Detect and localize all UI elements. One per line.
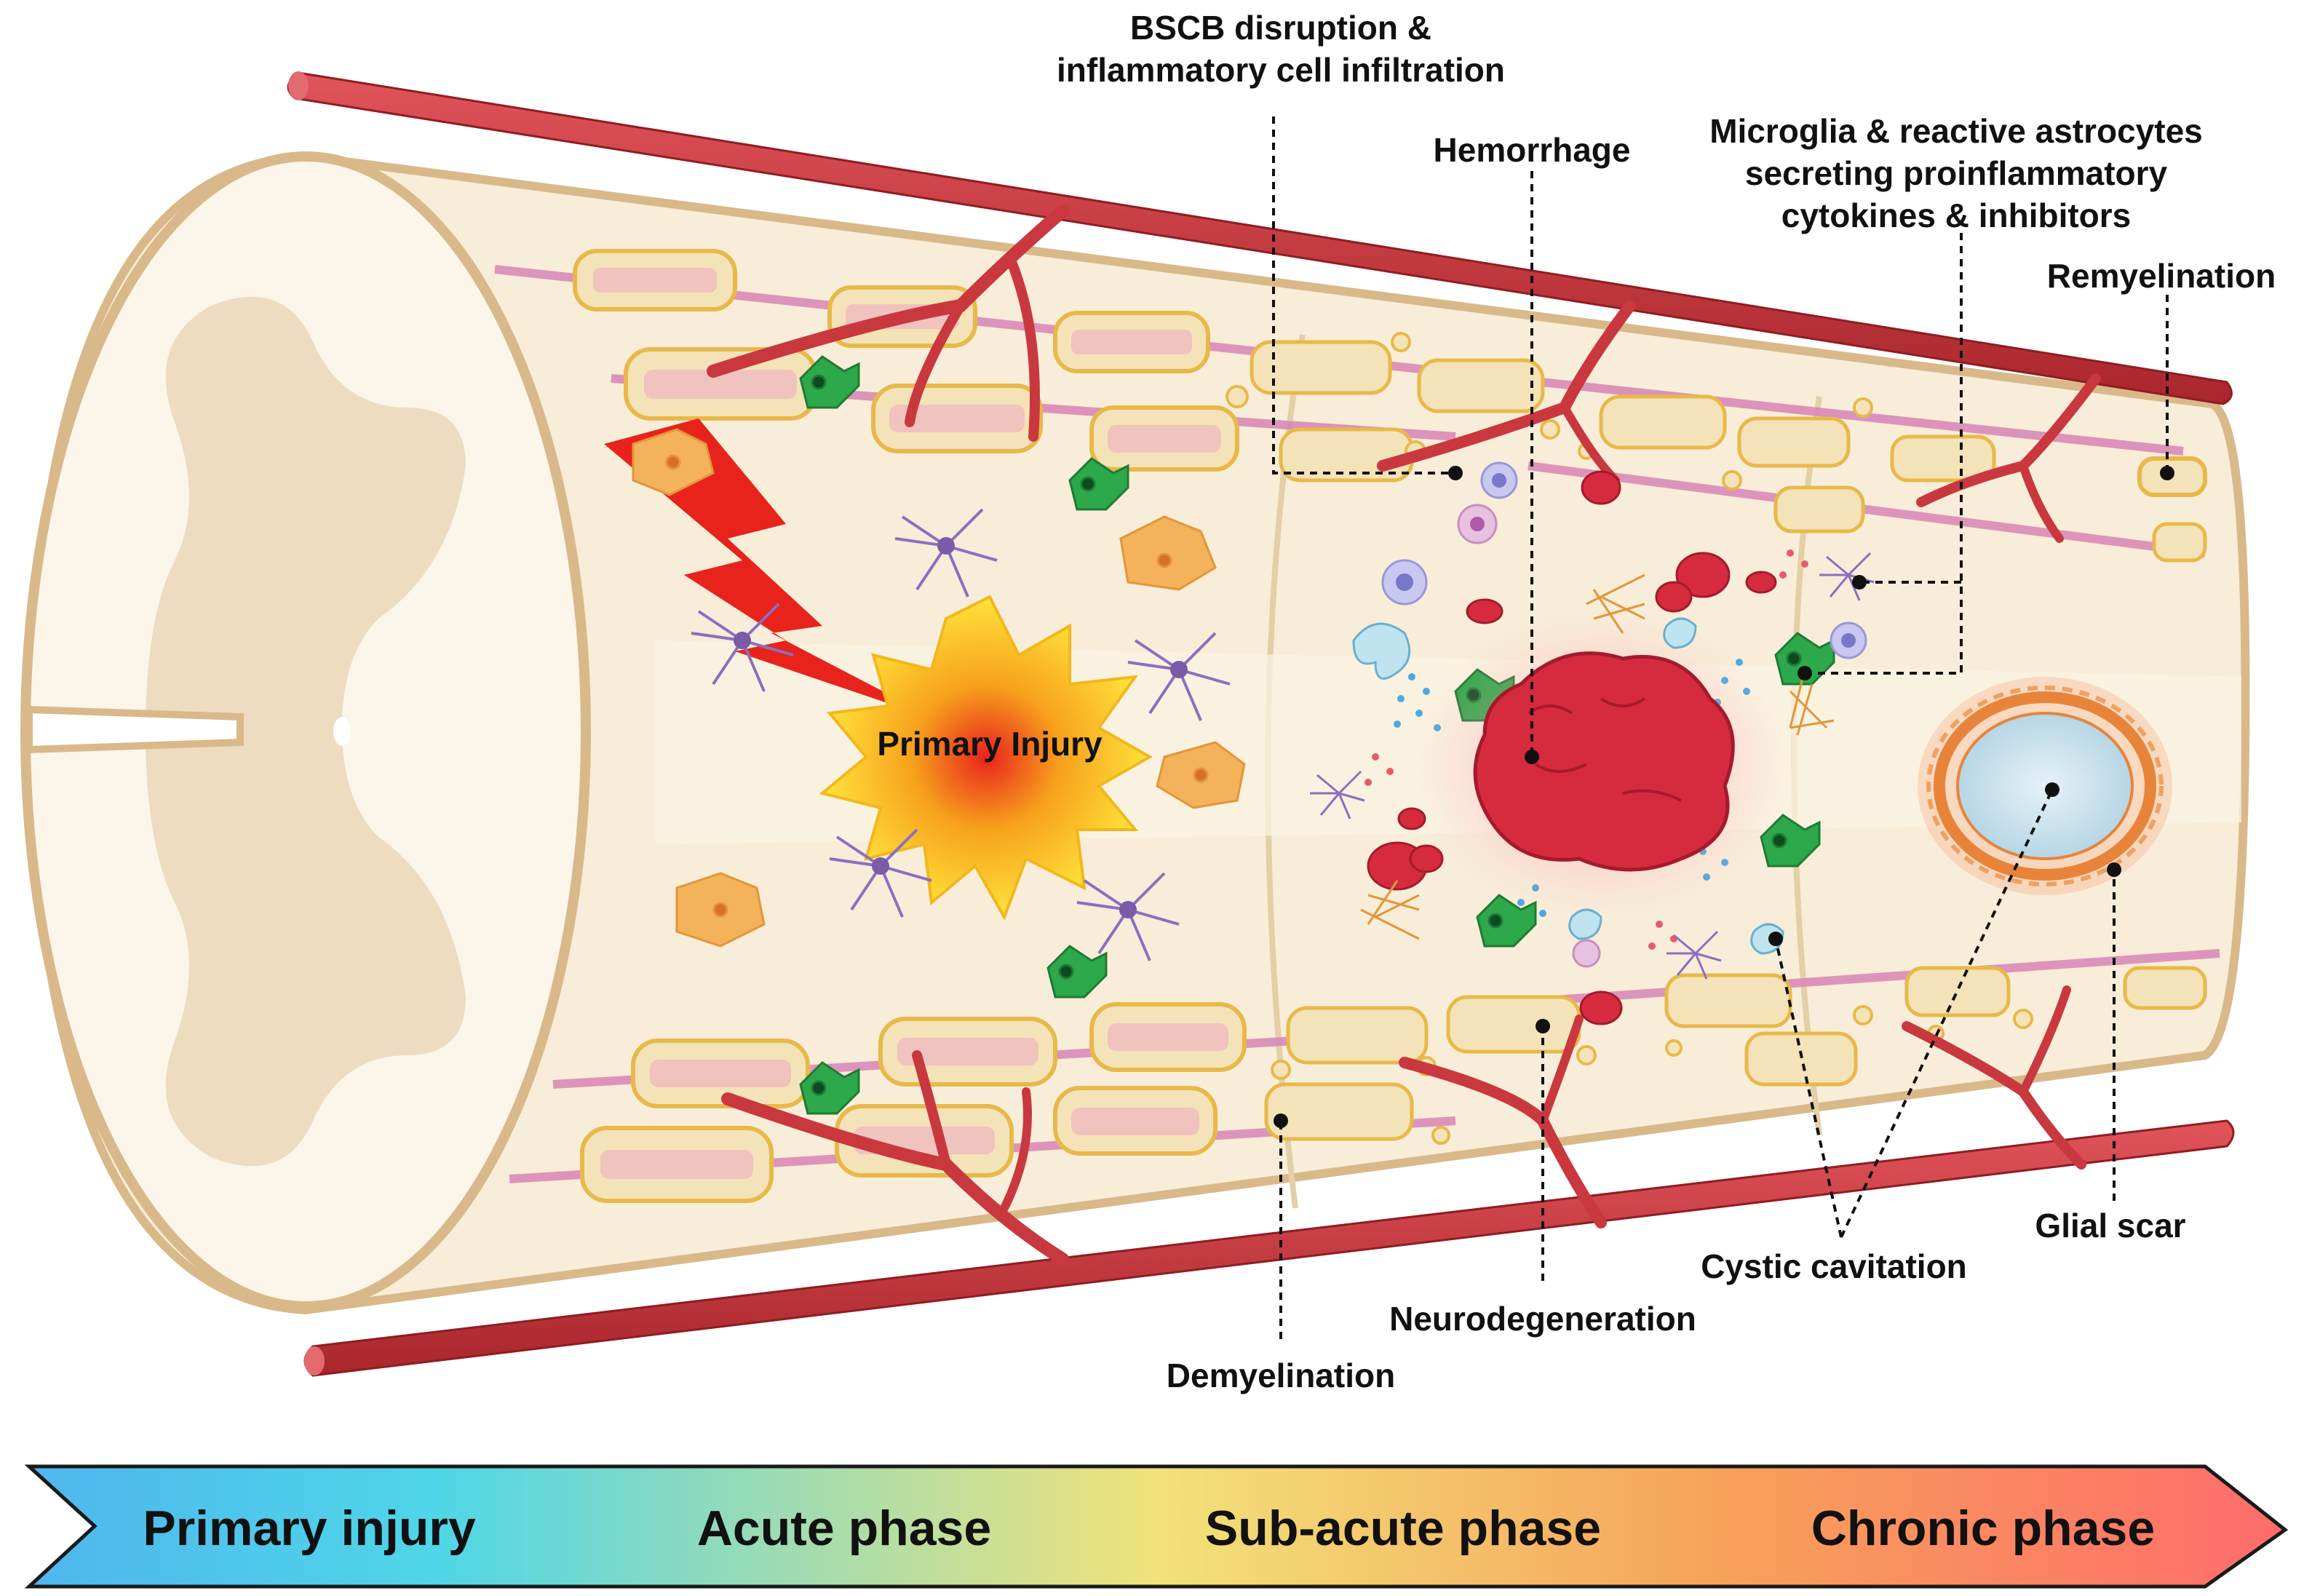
glial-scar [1918,677,2172,895]
microglia-label-line1: Microglia & reactive astrocytes [1709,112,2203,150]
timeline-arrow: Primary injury Acute phase Sub-acute pha… [24,1464,2289,1589]
glial-scar-label: Glial scar [2035,1207,2185,1244]
neurodegeneration-label: Neurodegeneration [1389,1300,1696,1338]
astrocyte-cells [691,508,1231,961]
phase-acute: Acute phase [697,1501,991,1556]
demyelination-label: Demyelination [1167,1357,1395,1394]
bscb-label-line1: BSCB disruption & [1130,9,1431,47]
cystic-cavitation-label: Cystic cavitation [1701,1247,1967,1285]
microglia [799,355,860,409]
phase-primary-injury: Primary injury [143,1501,475,1556]
primary-injury-label: Primary Injury [877,725,1103,763]
remyelination-label: Remyelination [2047,257,2276,295]
immune-cells [1352,461,1867,968]
annotation-labels: BSCB disruption & inflammatory cell infi… [1057,9,2276,1394]
capillaries [707,205,2101,1266]
lightning-bolt-icon [604,418,939,720]
bscb-label-line2: inflammatory cell infiltration [1057,51,1505,89]
microglia [1068,457,1129,511]
microglia-label-line3: cytokines & inhibitors [1781,196,2132,234]
phase-sub-acute: Sub-acute phase [1205,1501,1601,1556]
hemorrhage-clot [1473,651,1735,872]
astrocyte [829,828,932,918]
myelin-fragmented [1250,340,2207,1141]
microglia [799,1061,860,1115]
cyst-cavity [1956,712,2134,860]
astrocyte [691,603,794,692]
astrocyte [1076,872,1180,961]
microglia [1046,945,1108,999]
astrocyte [894,508,998,597]
oligodendrocytes [632,428,1246,948]
red-blood-cells [1367,470,1777,1025]
astrocyte [1127,632,1231,721]
reactive-astrocytes [1360,573,1835,940]
primary-injury-burst: Primary Injury [819,595,1153,921]
hemorrhage [1412,611,1790,917]
gray-matter [146,296,466,1167]
microglia [1760,814,1821,868]
microglia [1476,894,1537,948]
myelin-inner [593,268,1228,1179]
anterior-fissure [25,705,244,754]
blood-vessels [287,71,2235,1377]
central-canal [333,717,351,746]
microglia-label-line2: secreting proinflammatory [1745,154,2168,192]
leader-lines [1272,116,2174,1339]
phase-chronic: Chronic phase [1811,1501,2155,1556]
hemorrhage-label: Hemorrhage [1434,131,1631,169]
